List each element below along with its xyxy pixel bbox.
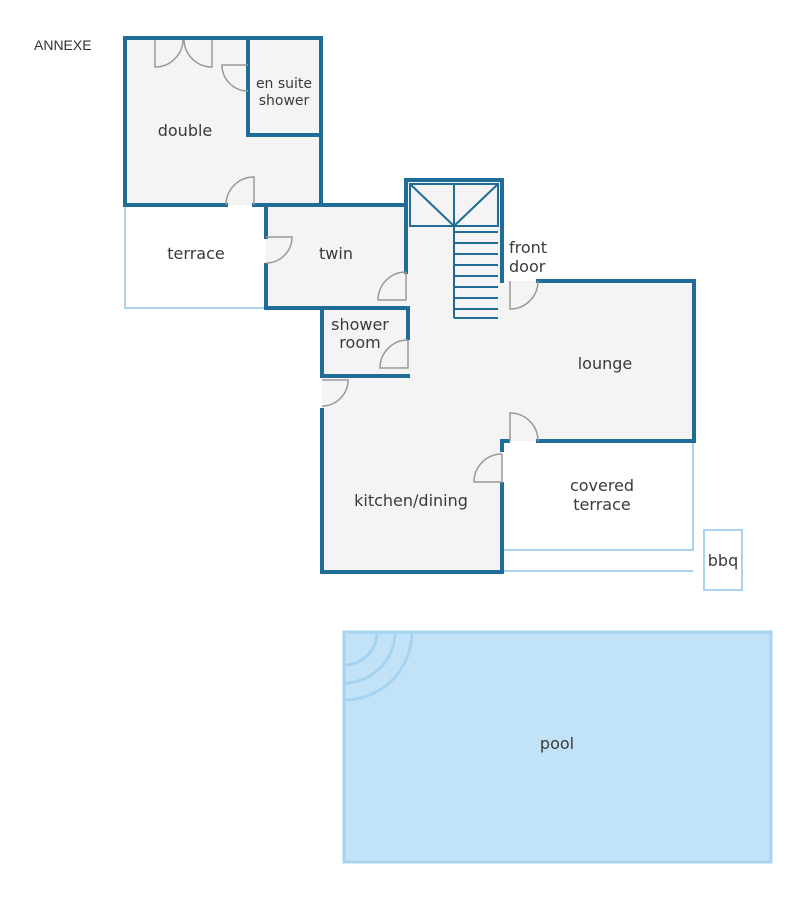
bbq-outline: [703, 529, 743, 591]
room-label-lounge: lounge: [578, 354, 633, 373]
covered-terrace-outline: [502, 441, 694, 551]
double-room-floor: [125, 38, 321, 205]
room-label-shower-room: room: [339, 333, 380, 352]
ensuite-wall: [246, 36, 323, 137]
label-front-door: door: [509, 257, 546, 276]
pool: [342, 630, 773, 864]
label-front-door: front: [509, 238, 547, 257]
light-outlines: [124, 205, 743, 591]
shower-room-floor: [322, 308, 408, 376]
door-swing-icon: [321, 379, 349, 407]
lounge-floor: [500, 281, 694, 441]
stair-diagonal-2: [453, 183, 499, 227]
door-swing-icon: [377, 271, 407, 301]
annexe-heading: ANNEXE: [34, 37, 92, 53]
door-swing-icon: [379, 339, 409, 369]
twin-room-floor: [266, 205, 408, 308]
room-label-ensuite: en suite: [256, 76, 312, 92]
walls: [123, 36, 696, 574]
room-label-twin: twin: [319, 244, 353, 263]
area-label-terrace: terrace: [167, 244, 224, 263]
room-label-ensuite: shower: [259, 93, 310, 109]
doors: [154, 39, 539, 483]
pool-steps-icon: [343, 631, 414, 702]
door-swing-icon: [183, 39, 213, 68]
door-swing-icon: [225, 176, 255, 206]
label-bbq: bbq: [708, 551, 738, 570]
door-swing-icon: [509, 280, 539, 310]
staircase: [409, 183, 499, 319]
room-label-kitchen-dining: kitchen/dining: [354, 491, 468, 510]
stair-enclosure-wall: [404, 178, 504, 283]
door-swing-icon: [509, 412, 539, 442]
area-label-covered-terrace: terrace: [573, 495, 630, 514]
room-label-double: double: [158, 121, 213, 140]
pool-water: [342, 630, 773, 864]
labels: ANNEXE double en suite shower terrace tw…: [34, 37, 738, 753]
area-label-covered-terrace: covered: [570, 476, 634, 495]
annexe-outer-wall: [123, 36, 323, 207]
door-swing-icon: [221, 64, 249, 92]
door-swing-icon: [473, 453, 503, 483]
kitchen-dining-floor: [322, 376, 502, 572]
label-pool: pool: [540, 734, 574, 753]
door-swing-icon: [154, 39, 184, 68]
door-swing-icon: [265, 236, 293, 264]
room-label-shower-room: shower: [331, 315, 389, 334]
terrace-outline: [124, 205, 266, 309]
stair-diagonal-1: [409, 183, 455, 227]
